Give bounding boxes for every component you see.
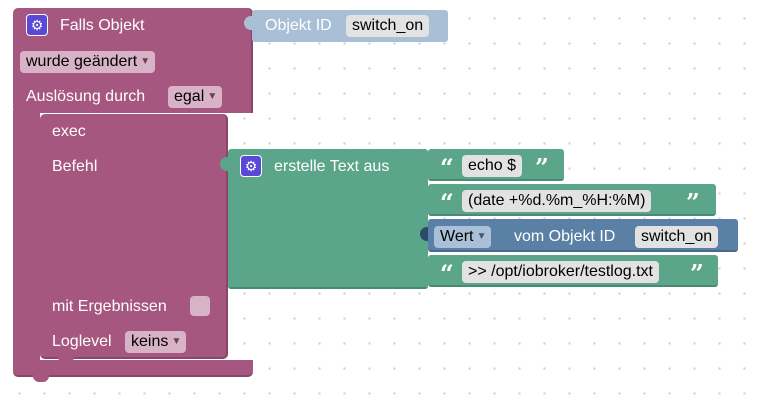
chevron-down-icon: ▼ (207, 91, 218, 102)
command-label: Befehl (52, 158, 98, 175)
loglevel-dropdown[interactable]: keins ▼ (125, 331, 187, 353)
trigger-title: Falls Objekt (60, 17, 145, 34)
text-join-gear-icon[interactable]: ⚙ (240, 155, 262, 177)
quote-open-icon: “ (440, 259, 454, 288)
event-dropdown-value: wurde geändert (26, 53, 138, 70)
trigger-dropdown[interactable]: egal ▼ (168, 86, 223, 108)
quote-close-icon: ” (690, 259, 704, 288)
text-item-4-field[interactable]: >> /opt/iobroker/testlog.txt (462, 261, 659, 283)
trigger-block-bottom (13, 360, 253, 377)
state-value-connector (420, 227, 428, 241)
text-item-1-field[interactable]: echo $ (462, 155, 523, 177)
text-join-title: erstelle Text aus (274, 158, 390, 175)
text-item-1-connector (420, 157, 428, 171)
exec-block-bottom-notch (58, 356, 74, 363)
event-dropdown[interactable]: wurde geändert ▼ (20, 51, 156, 73)
results-label: mit Ergebnissen (52, 298, 167, 315)
quote-open-icon: “ (440, 188, 454, 217)
exec-title: exec (52, 123, 86, 140)
text-join-connector (220, 157, 228, 171)
trigger-dropdown-value: egal (174, 88, 205, 105)
state-attr-dropdown-value: Wert (440, 228, 474, 245)
object-id-field[interactable]: switch_on (346, 15, 430, 37)
object-id-block-connector (244, 16, 252, 30)
quote-open-icon: “ (440, 153, 454, 182)
results-checkbox[interactable] (190, 296, 210, 316)
quote-close-icon: ” (686, 188, 700, 217)
text-item-4-connector (420, 263, 428, 277)
state-object-field[interactable]: switch_on (635, 226, 719, 248)
trigger-gear-icon[interactable]: ⚙ (26, 14, 48, 36)
quote-close-icon: ” (535, 153, 549, 182)
loglevel-label: Loglevel (52, 333, 112, 350)
state-value-label: vom Objekt ID (514, 228, 616, 245)
state-attr-dropdown[interactable]: Wert ▼ (434, 226, 492, 248)
exec-block[interactable] (40, 114, 228, 359)
chevron-down-icon: ▼ (140, 56, 151, 67)
chevron-down-icon: ▼ (171, 336, 182, 347)
trigger-block-spine (13, 110, 40, 372)
trigger-by-label: Auslösung durch (26, 88, 146, 105)
trigger-block-bottom-notch (33, 375, 49, 382)
text-item-2-connector (420, 192, 428, 206)
chevron-down-icon: ▼ (476, 231, 487, 242)
text-item-2-field[interactable]: (date +%d.%m_%H:%M) (462, 190, 652, 212)
object-id-label: Objekt ID (265, 17, 332, 34)
loglevel-dropdown-value: keins (131, 333, 169, 350)
